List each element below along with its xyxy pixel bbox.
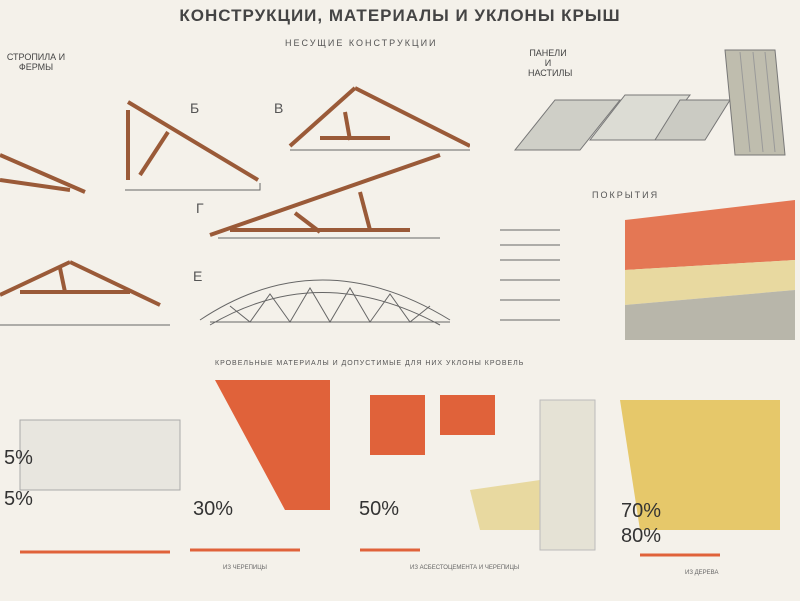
label-g: Г — [196, 200, 204, 216]
load-bearing-heading: НЕСУЩИЕ КОНСТРУКЦИИ — [285, 38, 438, 48]
rafters-heading: СТРОПИЛА И ФЕРМЫ — [6, 52, 66, 72]
slope-label-5: 70% — [621, 500, 662, 522]
coverings-heading: ПОКРЫТИЯ — [592, 190, 660, 200]
slope-label-2: 5% — [4, 488, 33, 510]
coverings-illustration — [500, 200, 795, 340]
label-e: Е — [193, 268, 203, 284]
roofing-heading: КРОВЕЛЬНЫЕ МАТЕРИАЛЫ И ДОПУСТИМЫЕ ДЛЯ НИ… — [215, 360, 525, 367]
panels-illustration — [513, 49, 786, 156]
caption-wood: ИЗ ДЕРЕВА — [685, 570, 719, 576]
caption-tile: ИЗ ЧЕРЕПИЦЫ — [223, 565, 267, 571]
label-b: Б — [190, 100, 200, 116]
panels-heading: ПАНЕЛИ И НАСТИЛЫ — [528, 48, 573, 78]
slope-label-4: 50% — [359, 498, 400, 520]
slope-label-3: 30% — [193, 498, 234, 520]
roofing-illustrations — [19, 380, 780, 557]
slope-label-6: 80% — [621, 525, 662, 547]
slope-label-1: 5% — [4, 447, 33, 469]
truss-diagrams — [0, 86, 470, 326]
label-v: В — [274, 100, 284, 116]
caption-asbestos: ИЗ АСБЕСТОЦЕМЕНТА И ЧЕРЕПИЦЫ — [410, 565, 520, 571]
page-title: КОНСТРУКЦИИ, МАТЕРИАЛЫ И УКЛОНЫ КРЫШ — [179, 6, 621, 25]
